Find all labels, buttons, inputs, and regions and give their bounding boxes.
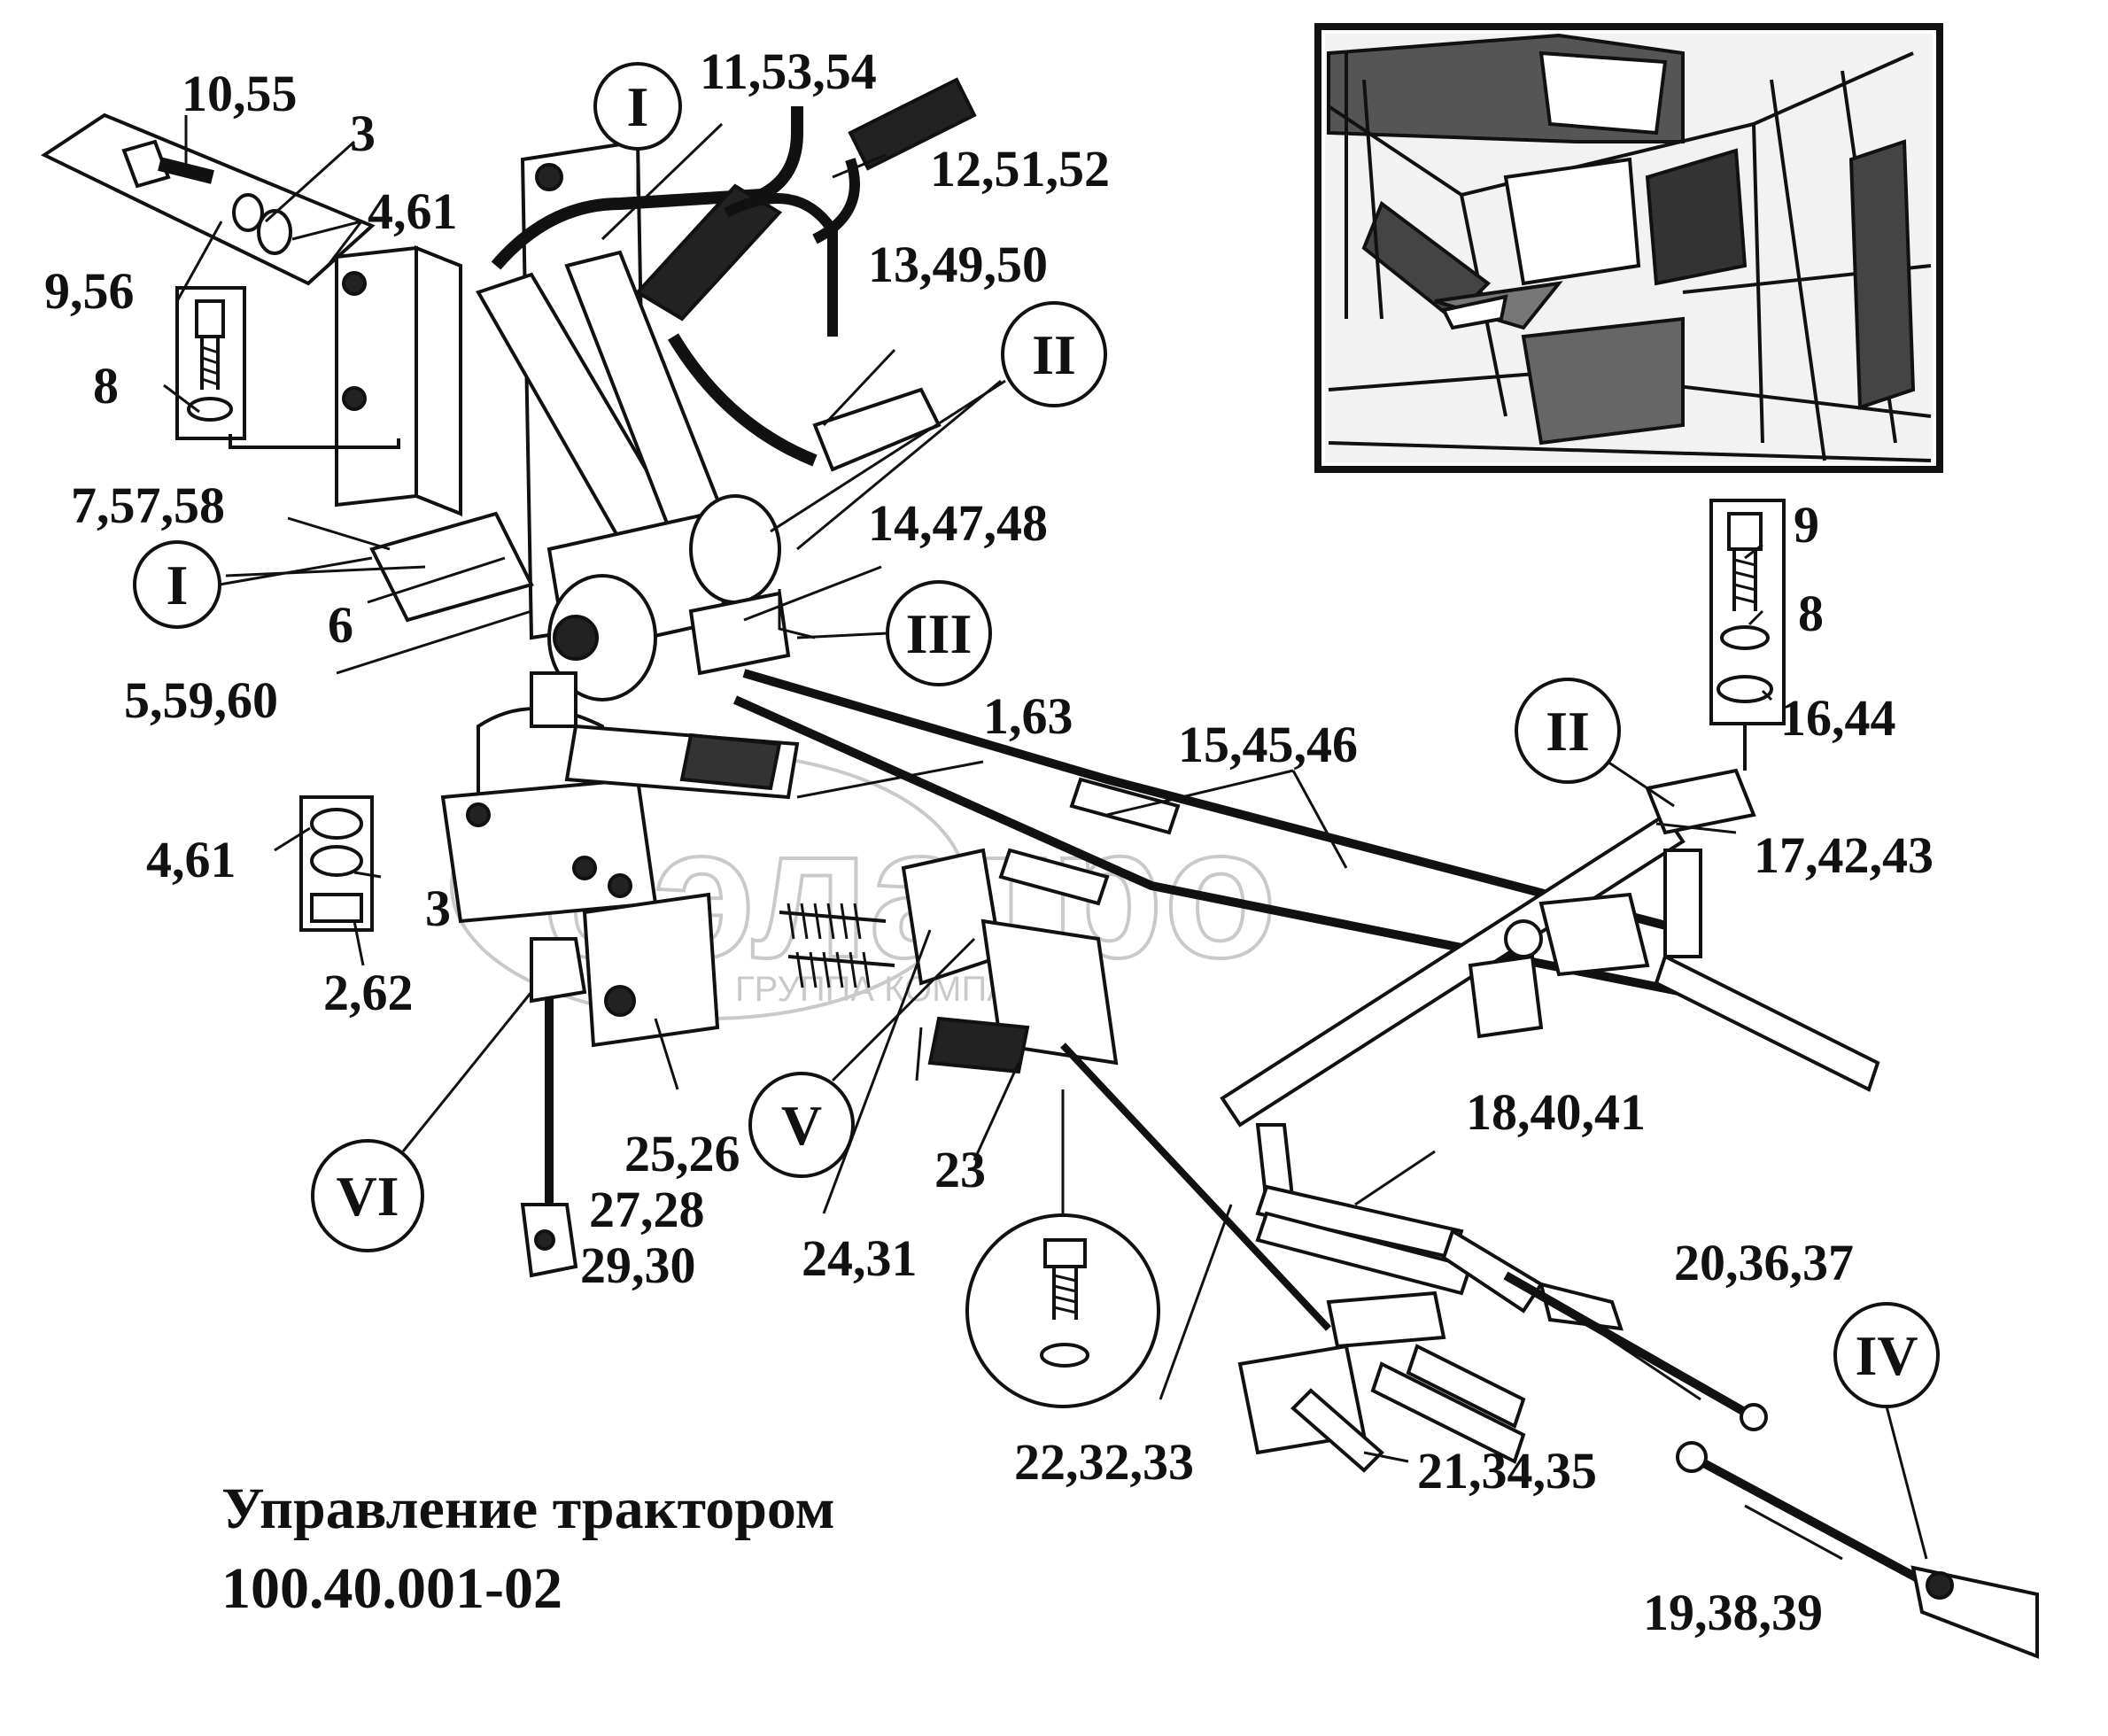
callout-27-28: 27,28 <box>589 1181 705 1238</box>
callout-23: 23 <box>934 1141 986 1198</box>
marker-VI-label: VI <box>336 1165 399 1228</box>
callout-6: 6 <box>328 596 353 654</box>
callout-labels: 10,55 3 4,61 9,56 8 7,57,58 6 5,59,60 11… <box>44 43 1934 1641</box>
callout-18-40-41: 18,40,41 <box>1466 1083 1646 1141</box>
marker-IV-label: IV <box>1855 1324 1918 1387</box>
callout-29-30: 29,30 <box>580 1236 696 1294</box>
callout-4-61-mid: 4,61 <box>146 831 236 888</box>
marker-I-top-label: I <box>627 75 649 138</box>
callout-12-51-52: 12,51,52 <box>930 140 1110 198</box>
marker-I-left: I <box>133 540 373 629</box>
title-line-1: Управление трактором <box>221 1476 835 1541</box>
callout-14-47-48: 14,47,48 <box>868 494 1048 552</box>
detail-boxes <box>40 112 1786 932</box>
callout-1-63: 1,63 <box>983 687 1073 745</box>
marker-VI: VI <box>311 991 533 1252</box>
callout-21-34-35: 21,34,35 <box>1417 1442 1597 1500</box>
marker-III: III <box>796 580 992 686</box>
mechanism-drawing <box>121 77 2039 1659</box>
callout-9-56: 9,56 <box>44 262 135 320</box>
inset-tractor-photo <box>1314 23 1943 473</box>
callout-25-26: 25,26 <box>624 1125 740 1182</box>
marker-II-right-label: II <box>1546 700 1590 763</box>
callout-11-53-54: 11,53,54 <box>700 43 877 100</box>
diagram-title: Управление трактором 100.40.001-02 <box>221 1476 835 1621</box>
title-line-2: 100.40.001-02 <box>221 1556 562 1621</box>
leader-lines <box>163 115 1843 1561</box>
callout-7-57-58: 7,57,58 <box>71 477 225 534</box>
marker-II-top-label: II <box>1032 323 1076 386</box>
marker-II-right: II <box>1515 678 1675 808</box>
callout-9-right: 9 <box>1794 496 1819 554</box>
callout-2-62: 2,62 <box>323 964 414 1021</box>
callout-19-38-39: 19,38,39 <box>1643 1584 1823 1641</box>
callout-20-36-37: 20,36,37 <box>1674 1234 1854 1291</box>
marker-III-label: III <box>906 602 973 665</box>
marker-I-top: I <box>593 62 682 195</box>
marker-V: V <box>748 937 976 1178</box>
marker-II-top: II <box>770 301 1107 533</box>
marker-I-left-label: I <box>167 554 189 616</box>
callout-22-32-33: 22,32,33 <box>1014 1433 1194 1491</box>
marker-IV: IV <box>1833 1302 1940 1560</box>
callout-8-right: 8 <box>1798 585 1824 642</box>
callout-16-44: 16,44 <box>1780 689 1896 747</box>
roman-markers: I I II II III IV V <box>133 62 1940 1560</box>
callout-24-31: 24,31 <box>802 1229 918 1287</box>
callout-3-mid: 3 <box>425 880 451 937</box>
marker-V-label: V <box>781 1094 822 1157</box>
callout-13-49-50: 13,49,50 <box>868 236 1048 293</box>
bolt-detail-circle <box>965 1213 1160 1408</box>
callout-10-55: 10,55 <box>182 65 298 122</box>
callout-5-59-60: 5,59,60 <box>124 671 278 729</box>
callout-8-left: 8 <box>93 357 119 415</box>
callout-3-top: 3 <box>350 105 376 162</box>
callout-17-42-43: 17,42,43 <box>1754 826 1934 884</box>
callout-4-61-top: 4,61 <box>368 182 458 240</box>
callout-15-45-46: 15,45,46 <box>1178 716 1358 773</box>
